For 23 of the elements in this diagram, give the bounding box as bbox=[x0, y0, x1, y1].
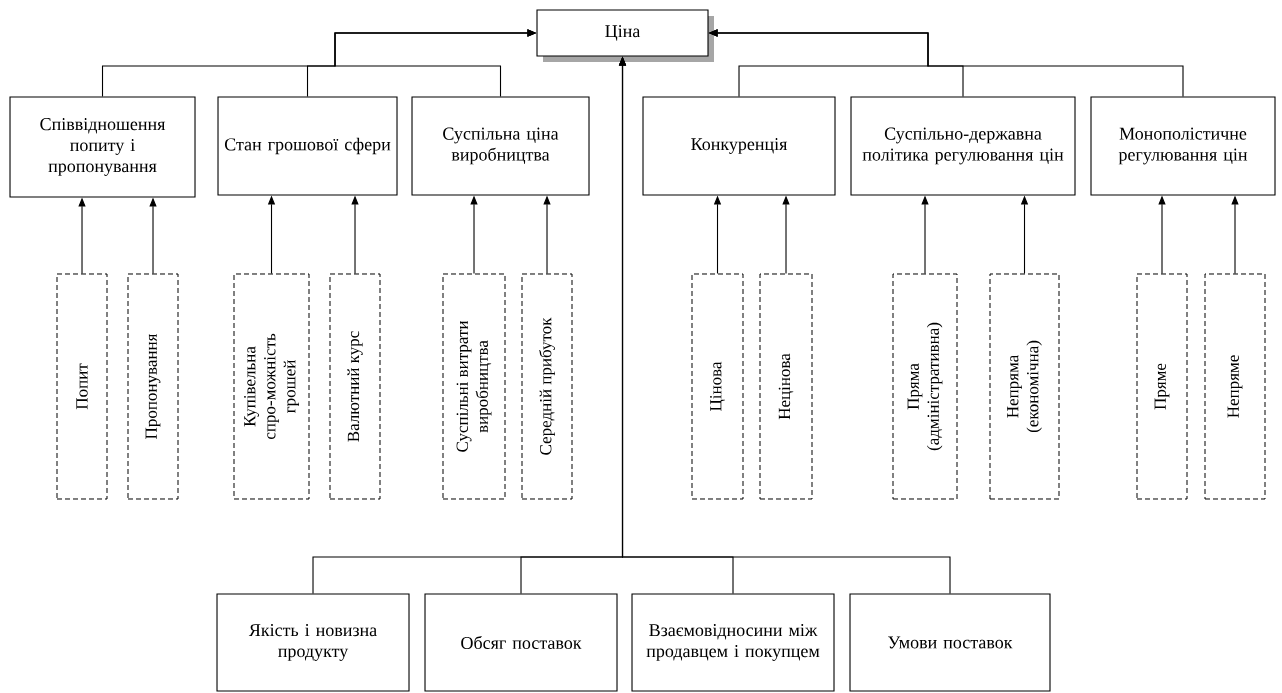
factor-box: Конкуренція bbox=[642, 96, 836, 196]
subfactor-box: Попит bbox=[56, 273, 108, 500]
subfactor-box: Суспільні витрати виробництва bbox=[442, 273, 506, 500]
factor-box: Суспільна ціна виробництва bbox=[411, 96, 590, 196]
subfactor-box: Нецінова bbox=[759, 273, 813, 500]
subfactor-box: Непряме bbox=[1204, 273, 1266, 500]
subfactor-box: Цінова bbox=[691, 273, 744, 500]
condition-box: Обсяг поставок bbox=[424, 593, 618, 692]
condition-box: Якість і новизна продукту bbox=[216, 593, 410, 692]
subfactor-box: Валютний курс bbox=[329, 273, 381, 500]
subfactor-box: Середній прибуток bbox=[521, 273, 573, 500]
factor-box: Співвідношення попиту і пропонування bbox=[9, 96, 196, 198]
condition-box: Взаємовідносини між продавцем і покупцем bbox=[631, 593, 835, 692]
subfactor-box: Купівельна спро-можність грошей bbox=[233, 273, 310, 500]
price-box: Ціна bbox=[536, 9, 714, 62]
subfactor-box: Непряма (економічна) bbox=[989, 273, 1060, 500]
subfactor-box: Пряма (адміністративна) bbox=[892, 273, 958, 500]
condition-box: Умови поставок bbox=[849, 593, 1051, 692]
factor-box: Монополістичне регулювання цін bbox=[1090, 96, 1276, 196]
factor-box: Стан грошової сфери bbox=[217, 96, 398, 196]
factor-box: Суспільно-державна політика регулювання цін bbox=[850, 96, 1076, 196]
subfactor-box: Пряме bbox=[1136, 273, 1188, 500]
subfactor-box: Пропонування bbox=[127, 273, 179, 500]
